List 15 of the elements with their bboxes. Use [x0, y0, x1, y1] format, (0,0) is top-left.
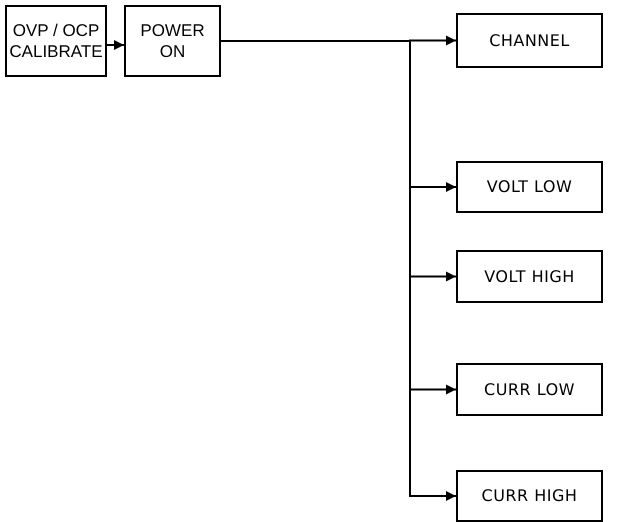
- box-label: VOLT LOW: [486, 177, 572, 197]
- process-box: [456, 250, 603, 303]
- box-label: CURR HIGH: [482, 486, 578, 506]
- box-label: CURR LOW: [484, 380, 575, 400]
- box-label: OVP / OCP CALIBRATE: [8, 20, 104, 62]
- process-box: [456, 13, 603, 68]
- process-box: [5, 5, 107, 77]
- arrow: [107, 40, 124, 50]
- process-box: [456, 161, 603, 213]
- process-box: [456, 363, 603, 416]
- box-label: CHANNEL: [489, 30, 570, 50]
- process-box: [124, 5, 221, 77]
- process-box: [456, 470, 603, 522]
- box-label: VOLT HIGH: [484, 266, 575, 286]
- box-label: POWER ON: [139, 20, 206, 62]
